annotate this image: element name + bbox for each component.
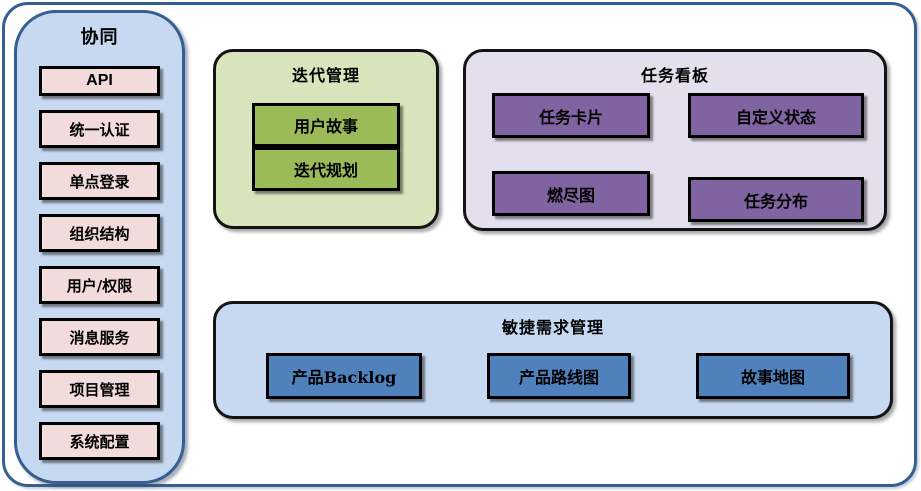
sidebar-item-user-permissions: 用户/权限 — [39, 266, 160, 304]
sidebar-item-api: API — [39, 66, 160, 96]
task-board-title: 任务看板 — [640, 68, 709, 85]
card-story-map: 故事地图 — [696, 353, 850, 399]
sidebar-item-org-structure: 组织结构 — [39, 214, 160, 252]
agile-requirements-title: 敏捷需求管理 — [501, 320, 604, 337]
agile-requirements-row: 产品Backlog 产品路线图 故事地图 — [216, 353, 890, 399]
card-custom-status: 自定义状态 — [688, 93, 864, 138]
card-iteration-planning: 迭代规划 — [252, 147, 400, 191]
sidebar-item-project-management: 项目管理 — [39, 370, 160, 408]
card-product-backlog: 产品Backlog — [266, 353, 422, 399]
collaboration-panel-title: 协同 — [80, 27, 119, 47]
card-product-roadmap: 产品路线图 — [487, 353, 631, 399]
iteration-management-title: 迭代管理 — [291, 68, 360, 85]
iteration-management-group: 迭代管理 用户故事 迭代规划 — [213, 49, 439, 229]
card-user-story: 用户故事 — [252, 103, 400, 147]
card-burndown-chart: 燃尽图 — [492, 171, 650, 216]
agile-requirements-group: 敏捷需求管理 产品Backlog 产品路线图 故事地图 — [213, 301, 893, 419]
sidebar-item-unified-auth: 统一认证 — [39, 110, 160, 148]
sidebar-item-sso: 单点登录 — [39, 162, 160, 200]
sidebar-item-message-service: 消息服务 — [39, 318, 160, 356]
card-task-distribution: 任务分布 — [688, 177, 864, 222]
task-board-group: 任务看板 任务卡片 自定义状态 燃尽图 任务分布 — [463, 49, 887, 231]
collaboration-panel: 协同 API 统一认证 单点登录 组织结构 用户/权限 消息服务 项目管理 系统… — [14, 10, 185, 484]
card-task-card: 任务卡片 — [492, 93, 650, 138]
sidebar-item-system-config: 系统配置 — [39, 422, 160, 460]
task-board-grid: 任务卡片 自定义状态 燃尽图 任务分布 — [466, 86, 884, 222]
